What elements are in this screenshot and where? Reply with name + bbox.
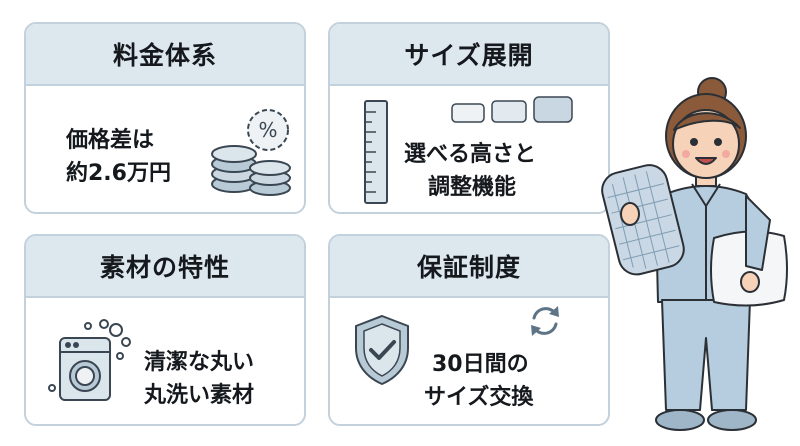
shield-check-icon <box>355 314 409 386</box>
card-title: 素材の特性 <box>26 236 304 298</box>
pajama-pants <box>661 299 751 411</box>
card-text-line-2: 丸洗い素材 <box>144 383 255 408</box>
slipper-right <box>707 409 757 431</box>
card-text-line-1: 価格差は <box>66 128 155 153</box>
ruler-icon <box>364 100 388 204</box>
card-text: 清潔な丸い 丸洗い素材 <box>144 346 254 412</box>
pillow-sizes-icon <box>451 96 573 123</box>
quilted-pillow <box>601 164 685 276</box>
washing-machine-icon <box>48 319 131 401</box>
card-title: サイズ展開 <box>330 24 608 86</box>
card-text-line-2: サイズ交換 <box>424 385 534 410</box>
slipper-left <box>655 409 705 431</box>
svg-text:%: % <box>258 118 277 142</box>
exchange-arrows-icon <box>531 306 559 336</box>
card-text-line-2: 約2.6万円 <box>66 161 171 186</box>
card-text: 価格差は 約2.6万円 <box>66 124 171 190</box>
card-sizes: サイズ展開 選べる高さと 調整機能 <box>328 22 610 214</box>
card-warranty: 保証制度 30日間の サイズ交換 <box>328 234 610 426</box>
face <box>672 109 740 179</box>
card-pricing: 料金体系 価格差は 約2.6万円 % <box>24 22 306 214</box>
card-material: 素材の特性 清潔な丸い 丸洗い素材 <box>24 234 306 426</box>
card-text-line-1: 選べる高さと <box>404 142 537 167</box>
coins-percent-icon: % <box>211 109 291 196</box>
card-text-line-2: 調整機能 <box>428 175 517 200</box>
card-text: 選べる高さと 調整機能 <box>404 138 536 204</box>
card-title: 保証制度 <box>330 236 608 298</box>
woman-with-pillows-illustration <box>601 77 788 431</box>
card-text-line-1: 30日間の <box>432 352 529 377</box>
card-text: 30日間の サイズ交換 <box>424 348 533 414</box>
card-title: 料金体系 <box>26 24 304 86</box>
card-text-line-1: 清潔な丸い <box>144 350 255 375</box>
